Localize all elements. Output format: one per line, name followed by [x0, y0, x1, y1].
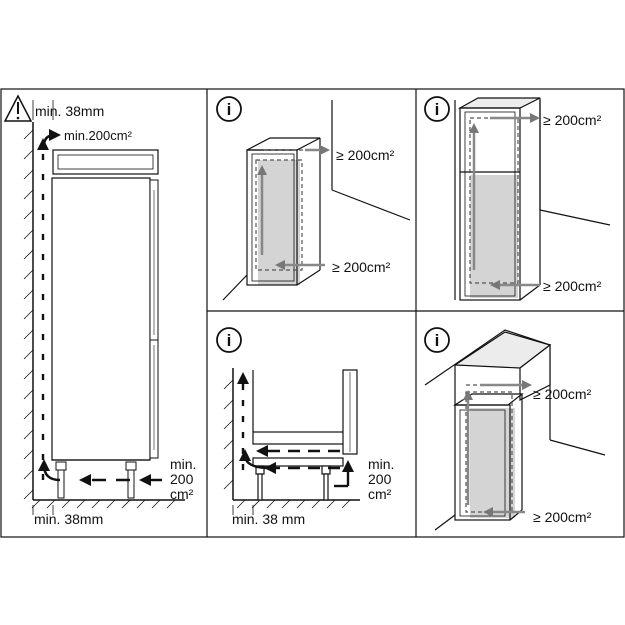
appliance: [51, 177, 159, 499]
bottom-vent-label: ≥ 200cm²: [533, 509, 592, 525]
panel-tall-cabinet-vents: i ≥ 200cm² ≥ 200cm²: [424, 96, 611, 301]
svg-text:i: i: [435, 331, 440, 350]
info-icon: i: [424, 96, 450, 122]
bottom-vent-label-2: 200: [170, 471, 194, 487]
top-cabinet: [52, 149, 159, 175]
bottom-vent-label: ≥ 200cm²: [543, 278, 602, 294]
info-icon: i: [424, 327, 450, 353]
wall: [23, 122, 34, 500]
panel-cabinet-vents: i ≥ 200cm² ≥ 200cm²: [216, 96, 411, 301]
vent-label-2: 200: [368, 471, 392, 487]
panel-grid: [0, 88, 625, 538]
top-gap-label: min. 38mm: [35, 103, 104, 119]
svg-text:i: i: [227, 331, 232, 350]
floor: [31, 499, 185, 509]
panel-base-section: i: [216, 327, 394, 527]
gap-dimension: [32, 100, 54, 515]
vent-label-1: min.: [368, 456, 394, 472]
svg-text:i: i: [227, 100, 232, 119]
svg-text:i: i: [435, 100, 440, 119]
top-vent-label: min.200cm²: [64, 128, 133, 143]
bottom-gap-label: min. 38 mm: [232, 511, 305, 527]
bottom-vent-label-3: cm²: [170, 486, 194, 502]
airflow-path: [37, 129, 162, 486]
top-vent-label: ≥ 200cm²: [543, 112, 602, 128]
warning-icon: [3, 94, 33, 122]
bottom-vent-label: ≥ 200cm²: [332, 259, 391, 275]
bottom-vent-label-1: min.: [170, 456, 196, 472]
bottom-gap-label: min. 38mm: [34, 511, 103, 527]
top-vent-label: ≥ 200cm²: [533, 386, 592, 402]
panel-side-section: min. 38mm min.200cm² min. 200 cm² min. 3…: [3, 94, 196, 527]
info-icon: i: [216, 327, 242, 353]
top-vent-label: ≥ 200cm²: [336, 147, 395, 163]
panel-overhead-cabinet-vents: i: [424, 327, 606, 531]
info-icon: i: [216, 96, 242, 122]
airflow-path: [237, 372, 354, 488]
vent-label-3: cm²: [368, 486, 392, 502]
